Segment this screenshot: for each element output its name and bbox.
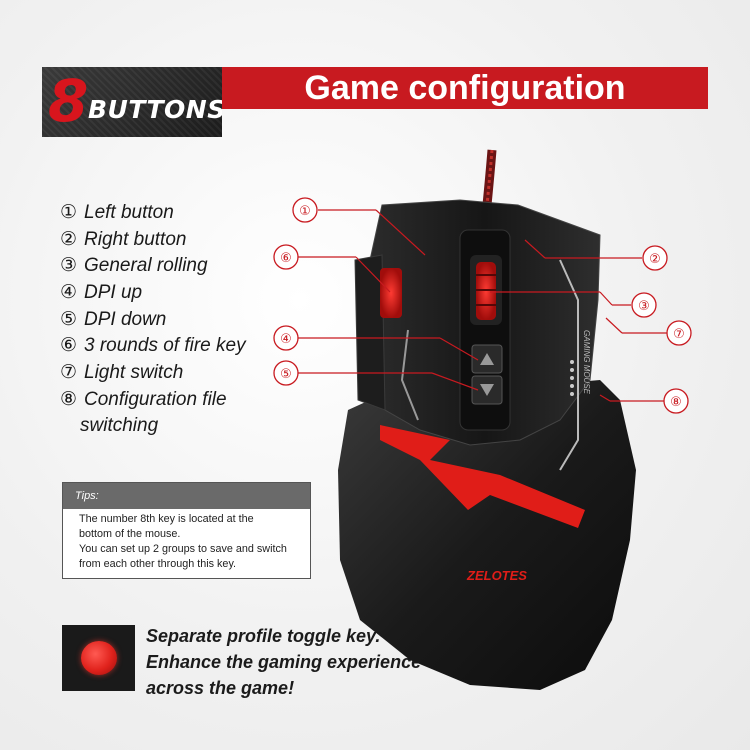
profile-key-description: Separate profile toggle key. Enhance the… [146,623,446,701]
list-item: ④ DPI up [60,280,290,307]
list-number: ⑧ [60,388,78,410]
button-list: ① Left button ② Right button ③ General roll… [60,200,290,439]
list-item: ⑤ DPI down [60,307,290,334]
list-label: Left button [84,202,174,223]
list-number: ⑦ [60,362,78,384]
list-label-continued: switching [80,414,159,436]
callout-circle [273,360,299,386]
callout-circle [642,245,668,271]
brand-logo: ZELOTES [466,568,527,583]
dpi-led [570,392,574,396]
list-item: ⑥ 3 rounds of fire key [60,333,290,360]
dpi-led [570,368,574,372]
profile-key-line: across the game! [146,678,295,698]
list-item: ③ General rolling [60,253,290,280]
badge-text: BUTTONS [88,95,222,124]
callout-circle [273,244,299,270]
callout-number: ⑥ [280,251,292,266]
lightning-stripe [380,425,585,528]
page-title: Game configuration [304,69,626,107]
list-label: DPI down [84,308,167,330]
callout-number: ③ [638,299,650,314]
title-bar: Game configuration [222,67,708,109]
list-number: ② [60,228,78,250]
list-label: Light switch [84,362,184,384]
list-label: Configuration file [84,388,227,410]
mouse-body [338,380,636,690]
badge-number: 8 [48,67,89,135]
callout-number: ① [299,204,311,219]
profile-key-button [81,641,117,675]
tips-line: The number 8th key is located at the [79,513,254,525]
callout-circle [631,292,657,318]
list-label: DPI up [84,282,143,304]
list-label: General rolling [84,255,208,277]
list-number: ④ [60,282,78,304]
callout-circle [292,197,318,223]
tips-box: Tips: The number 8th key is located at t… [62,482,311,579]
buttons-badge: 8 BUTTONS [42,67,222,137]
side-text: GAMING MOUSE [582,330,591,395]
callout-number: ② [649,252,661,267]
tips-line: bottom of the mouse. [79,528,181,540]
callout-number: ⑤ [280,367,292,382]
list-item: ⑦ Light switch [60,360,290,387]
callout-number: ④ [280,332,292,347]
profile-key-line: Enhance the gaming experience [146,652,422,672]
tips-heading: Tips: [63,483,310,509]
side-panel [354,254,386,411]
list-number: ③ [60,255,78,277]
callout-number: ⑧ [670,395,682,410]
list-item: ⑧ Configuration file switching [60,387,290,439]
callout-lines [298,209,677,402]
callout-number: ⑦ [673,327,685,342]
callout-circle [663,388,689,414]
tips-line: You can set up 2 groups to save and swit… [79,543,287,555]
dpi-led [570,360,574,364]
fire-key-button [380,268,402,318]
dpi-led [570,376,574,380]
dpi-down-arrow-icon [480,384,494,396]
list-number: ⑤ [60,308,78,330]
callout-circle [273,325,299,351]
list-number: ① [60,202,78,223]
dpi-led [570,384,574,388]
profile-key-photo [62,625,135,691]
dpi-up-arrow-icon [480,353,494,365]
tips-body: The number 8th key is located at the bot… [63,509,310,572]
list-label: Right button [84,228,187,250]
tips-line: from each other through this key. [79,558,237,570]
list-label: 3 rounds of fire key [84,335,246,357]
list-item: ② Right button [60,227,290,254]
list-item: ① Left button [60,200,290,227]
profile-key-line: Separate profile toggle key. [146,626,381,646]
list-number: ⑥ [60,335,78,357]
callout-circle [666,320,692,346]
